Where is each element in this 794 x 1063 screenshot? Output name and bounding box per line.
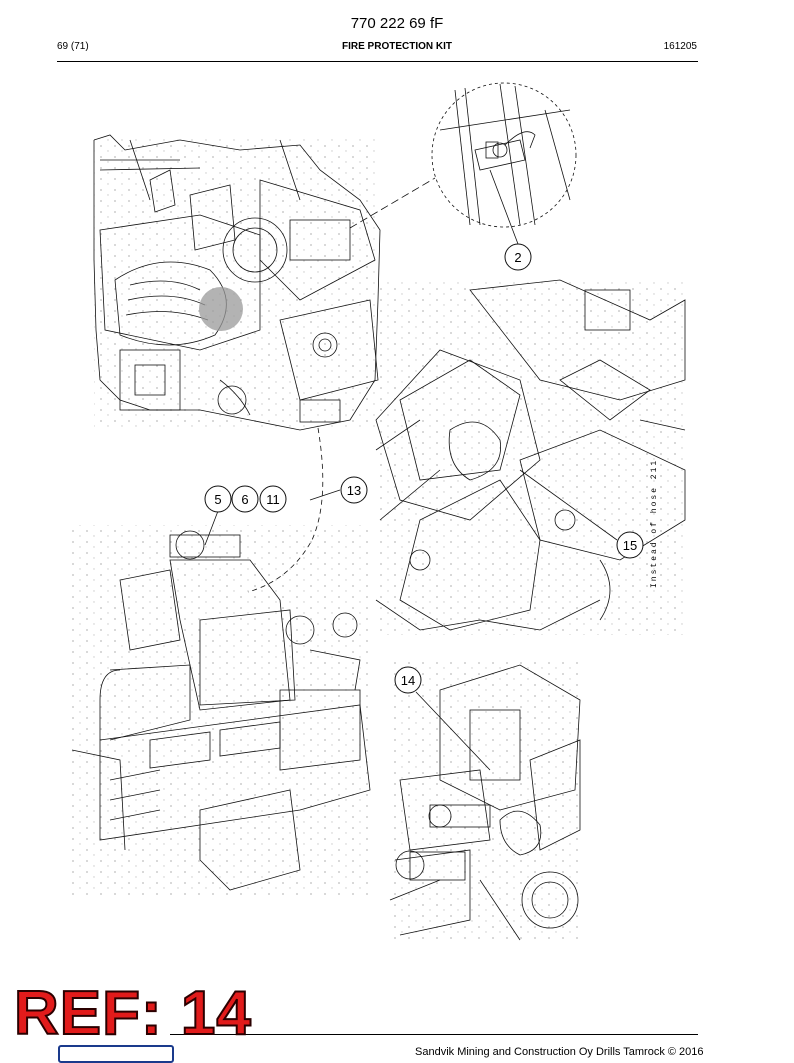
- header-rule: [57, 61, 698, 62]
- detail-view-fitting: [431, 82, 577, 228]
- page-number: 69 (71): [57, 41, 89, 52]
- copyright-text: Sandvik Mining and Construction Oy Drill…: [415, 1046, 704, 1058]
- ref-label: REF: 14: [13, 979, 252, 1048]
- highlight-circle: [199, 287, 243, 331]
- hose-note: Instead of hose 211: [650, 459, 659, 588]
- callout-14: 14: [394, 666, 422, 694]
- machine-view-top-left: [93, 134, 381, 431]
- assembly-link-curve: [247, 427, 324, 593]
- callout-14-label: 14: [401, 673, 415, 688]
- machine-view-bottom-left: [71, 525, 372, 895]
- document-number: 770 222 69 fF: [350, 15, 444, 32]
- callout-5-label: 5: [214, 492, 221, 507]
- detail-link-line: [349, 177, 436, 229]
- machine-view-right-middle: [375, 279, 686, 635]
- callout-15-label: 15: [623, 538, 637, 553]
- date-code: 161205: [663, 41, 697, 52]
- callout-15: 15: [616, 531, 644, 559]
- machine-view-bottom-right: [389, 662, 582, 941]
- callout-11: 11: [259, 485, 287, 513]
- callout-13-label: 13: [347, 483, 361, 498]
- section-title: FIRE PROTECTION KIT: [342, 41, 452, 52]
- callout-5: 5: [204, 485, 232, 513]
- callout-13: 13: [340, 476, 368, 504]
- callout-6: 6: [231, 485, 259, 513]
- callout-2-label: 2: [514, 250, 521, 265]
- callout-6-label: 6: [241, 492, 248, 507]
- callout-11-label: 11: [266, 492, 280, 507]
- callout-2: 2: [504, 243, 532, 271]
- leader-lines: [204, 169, 618, 771]
- footer-rule: [170, 1034, 698, 1035]
